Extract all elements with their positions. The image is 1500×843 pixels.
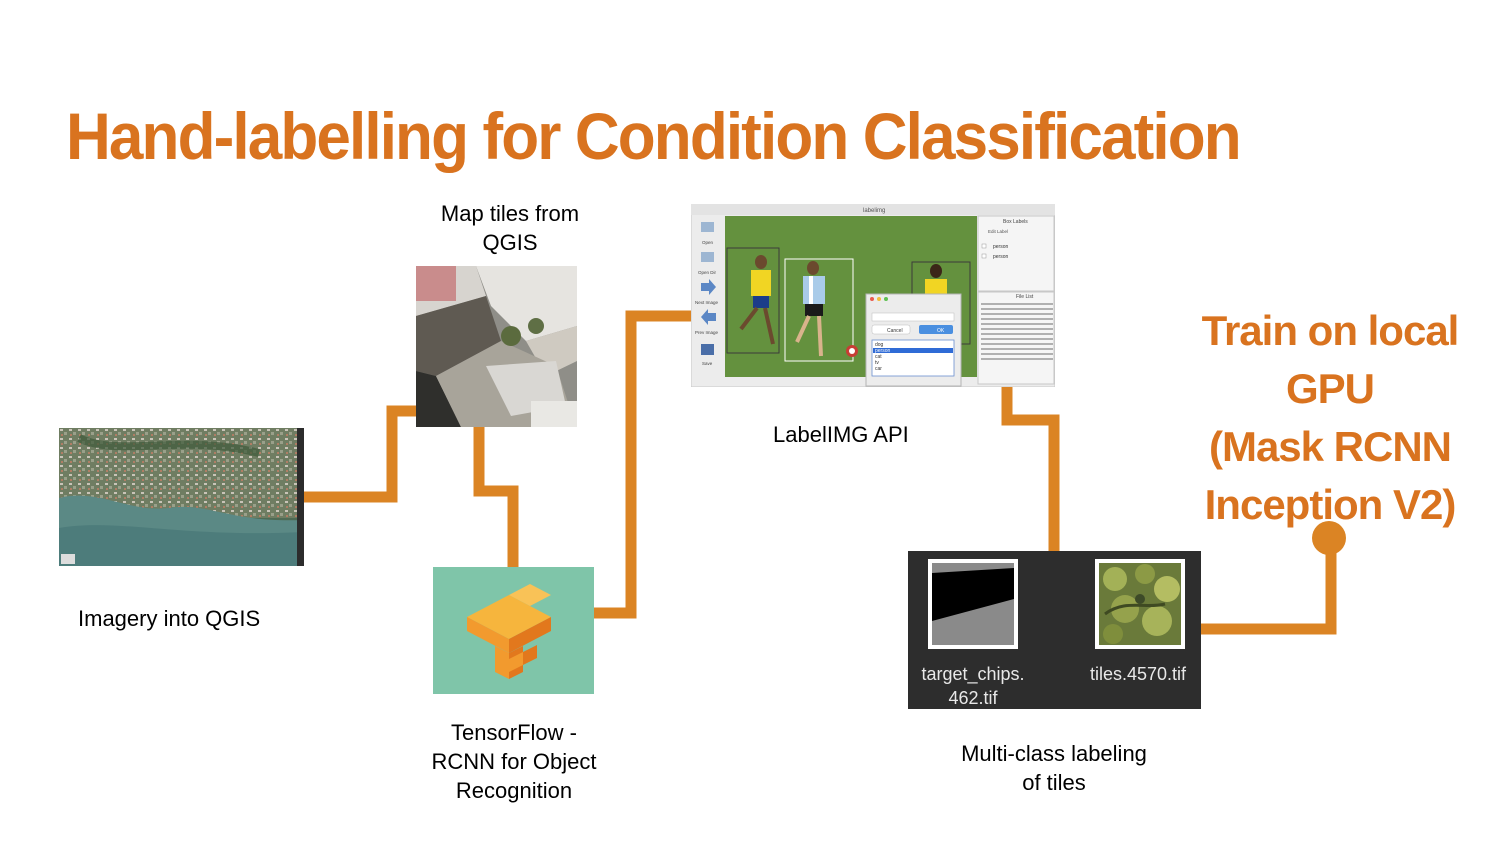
multiclass-caption-line2: of tiles [1022,770,1086,795]
dialog-option-4: tv [875,360,879,366]
map-tiles-caption-line1: Map tiles from [440,201,580,226]
imagery-caption: Imagery into QGIS [78,606,261,631]
tile-b-caption: tiles.4570.tif [1089,664,1187,684]
connector-labelimg-to-tiles [1001,386,1060,551]
tensorflow-caption-line1: TensorFlow - [451,720,577,745]
tensorflow-caption-line3: Recognition [455,778,573,803]
target-chip-thumbnail [928,559,1018,649]
file-list-header: File List [1016,294,1034,300]
train-label-line3: (Mask RCNN [1208,423,1452,470]
connector-imagery-to-tiles [303,405,417,503]
toolbar-next-image: Next Image [695,300,719,305]
toolbar-save: Save [702,361,713,366]
train-label-line4: Inception V2) [1204,481,1457,528]
dialog-option-2: person [875,348,891,354]
connector-end-dot [1312,521,1346,555]
edit-label-button: Edit Label [988,229,1008,234]
tile-a-caption-line2: 462.tif [948,688,998,708]
dialog-ok-button: OK [937,328,945,334]
dialog-cancel-button: Cancel [887,328,903,334]
dialog-option-5: car [875,366,882,372]
dialog-option-3: cat [875,354,882,360]
tile-thumbnail [1095,559,1185,649]
tensorflow-logo-icon [433,567,594,694]
toolbar-open-dir: Open Dir [698,270,717,275]
qgis-imagery-screenshot [59,428,304,566]
map-tiles-caption-line2: QGIS [482,230,538,255]
connector-tensorflow-to-labelimg [594,310,692,619]
map-tile-image [416,266,577,427]
tile-a-caption-line1: target_chips. [921,664,1025,684]
labelimg-screenshot: labelimg Open Open Dir Next Image Prev I… [691,204,1055,387]
train-label: Train on local GPU (Mask RCNN Inception … [1180,302,1480,534]
box-label-item-2: person [993,254,1009,260]
toolbar-prev-image: Prev Image [695,330,719,335]
labelimg-window-title: labelimg [863,208,885,214]
connector-tiles-to-tensorflow [473,427,519,567]
train-label-line1: Train on local [1201,307,1460,354]
toolbar-open: Open [702,240,714,245]
tiles-preview-panel: target_chips. 462.tif tiles.4570.tif [908,551,1201,709]
connector-tiles-to-train [1201,538,1337,635]
train-label-line2: GPU [1285,365,1375,412]
dialog-option-1: dog [875,342,884,348]
multiclass-caption-line1: Multi-class labeling [961,741,1147,766]
labelimg-caption: LabelIMG API [773,422,909,447]
slide-title: Hand-labelling for Condition Classificat… [66,99,1242,173]
box-labels-header: Box Labels [1003,219,1028,225]
tensorflow-caption-line2: RCNN for Object [431,749,597,774]
box-label-item-1: person [993,244,1009,250]
